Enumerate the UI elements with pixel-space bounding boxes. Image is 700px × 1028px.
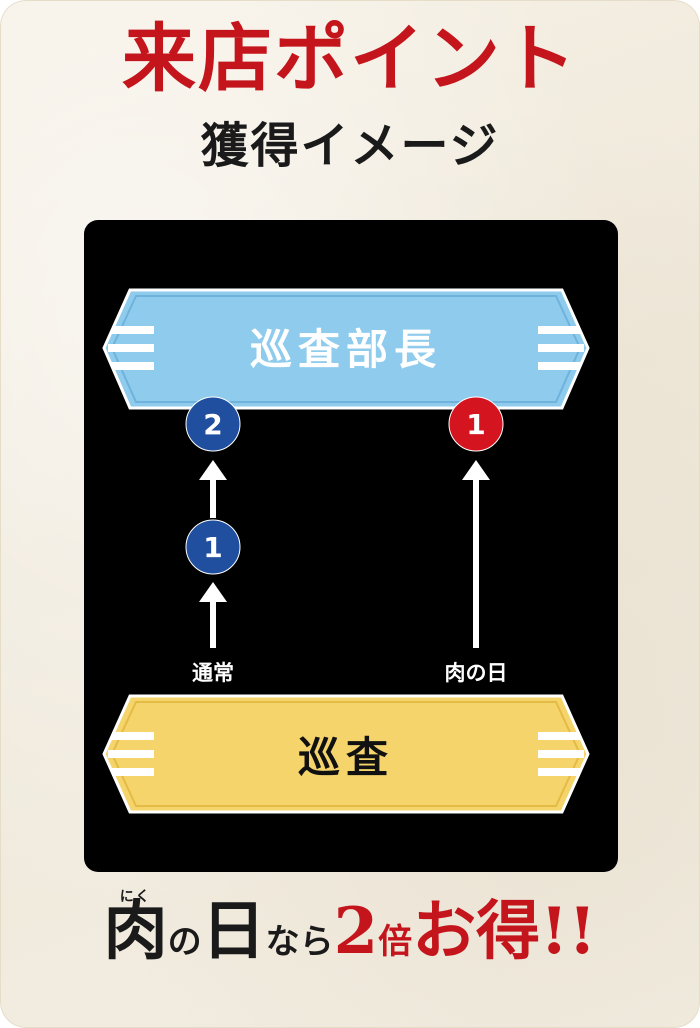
normal-path: 1 2 通常 [185,396,241,685]
meat-day-arrow [462,460,490,648]
no-char: の [167,922,202,962]
bai-text: 倍 [378,922,413,962]
meat-day-step1-number: 1 [466,408,485,441]
top-rank-label: 巡査部長 [250,325,442,374]
normal-step1-number: 1 [203,531,222,564]
bottom-banner-right-stripes [538,732,584,776]
otoku-text: お得!! [412,894,597,969]
meat-char-with-ruby: にく 肉 [104,889,168,964]
page-title: 来店ポイント [122,16,578,102]
bottom-rank-banner: 巡査 [102,694,590,814]
normal-arrow-lower [199,582,227,648]
meat-char: 肉 [103,894,168,969]
normal-step2-badge: 2 [185,396,241,452]
bottom-rank-label: 巡査 [298,733,394,782]
normal-step2-number: 2 [203,408,222,441]
normal-arrow-upper [199,460,227,518]
top-rank-banner: 巡査部長 [102,288,590,410]
meat-day-path-label: 肉の日 [445,661,508,685]
footer-slogan: にく 肉 の日なら2倍お得!! [0,889,700,1010]
meat-ruby: にく [119,889,152,905]
normal-step1-badge: 1 [185,519,241,575]
normal-path-label: 通常 [192,661,234,685]
two-times-number: 2 [333,894,379,969]
meat-day-step1-badge: 1 [448,396,504,452]
top-banner-right-stripes [538,326,584,370]
meat-day-path: 1 肉の日 [445,396,508,685]
nara-text: なら [265,922,334,962]
page-subtitle: 獲得イメージ [200,118,500,174]
bottom-banner-left-stripes [108,732,154,776]
day-char: 日 [201,894,266,969]
top-banner-left-stripes [108,326,154,370]
